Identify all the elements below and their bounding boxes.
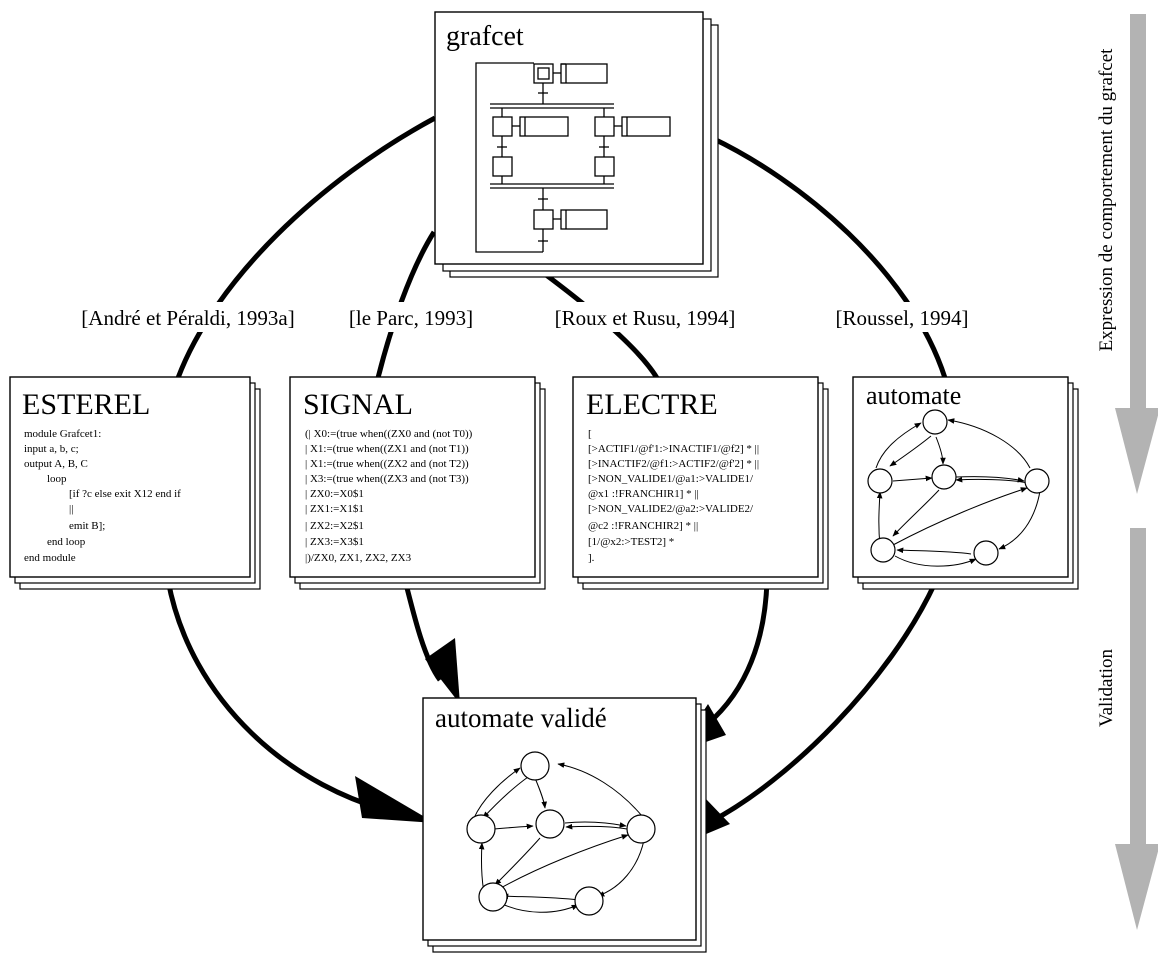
esterel-line: loop (47, 473, 67, 485)
signal-line: |)/ZX0, ZX1, ZX2, ZX3 (305, 552, 412, 564)
esterel-line: end loop (47, 536, 86, 548)
signal-title: SIGNAL (303, 388, 413, 421)
electre-line: [>NON_VALIDE1/@a1:>VALIDE1/ (588, 473, 754, 485)
esterel-title: ESTEREL (22, 388, 150, 421)
side-label-validation: Validation (1096, 648, 1117, 727)
esterel-line: output A, B, C (24, 458, 88, 470)
automate-box: automate (852, 376, 1079, 590)
curve-to-automate (710, 135, 948, 379)
electre-title: ELECTRE (586, 388, 718, 421)
electre-line: ]. (588, 552, 595, 564)
arrow-automate (708, 581, 938, 825)
citation-roux: [Roux et Rusu, 1994] (555, 306, 736, 330)
signal-line: | X1:=(true when((ZX1 and (not T1)) (305, 443, 469, 455)
esterel-line: emit B]; (69, 520, 105, 532)
esterel-line: module Grafcet1: (24, 428, 101, 440)
automate-valide-title: automate validé (435, 703, 607, 733)
esterel-box: ESTEREL module Grafcet1: input a, b, c; … (9, 376, 261, 590)
electre-line: [1/@x2:>TEST2] * (588, 536, 674, 548)
signal-line: | ZX3:=X3$1 (305, 536, 364, 548)
citation-le-parc: [le Parc, 1993] (349, 306, 473, 330)
citations: [André et Péraldi, 1993a] [le Parc, 1993… (56, 302, 984, 332)
electre-line: @c2 :!FRANCHIR2] * || (588, 520, 698, 532)
signal-line: (| X0:=(true when((ZX0 and (not T0)) (305, 428, 473, 440)
grafcet-box: grafcet (434, 11, 719, 278)
esterel-line: input a, b, c; (24, 443, 79, 455)
signal-line: | ZX1:=X1$1 (305, 503, 364, 515)
signal-code: (| X0:=(true when((ZX0 and (not T0)) | X… (305, 428, 473, 564)
electre-line: [ (588, 428, 592, 440)
esterel-line: end module (24, 552, 76, 564)
citation-roussel: [Roussel, 1994] (836, 306, 969, 330)
esterel-code: module Grafcet1: input a, b, c; output A… (24, 428, 181, 564)
arrowhead-esterel (355, 776, 435, 823)
side-arrow-bottom (1115, 528, 1158, 930)
electre-box: ELECTRE [ [>ACTIF1/@f'1:>INACTIF1/@f2] *… (572, 376, 829, 590)
citation-andre: [André et Péraldi, 1993a] (81, 306, 294, 330)
electre-line: [>ACTIF1/@f'1:>INACTIF1/@f2] * || (588, 443, 759, 455)
grafcet-title: grafcet (446, 21, 524, 52)
signal-line: | X3:=(true when((ZX3 and (not T3)) (305, 473, 469, 485)
grafcet-drawing (475, 62, 671, 253)
signal-line: | X1:=(true when((ZX2 and (not T2)) (305, 458, 469, 470)
arrow-signal (402, 579, 443, 682)
esterel-line: [if ?c else exit X12 end if (69, 488, 181, 500)
automate-valide-box: automate validé (422, 697, 707, 953)
signal-line: | ZX0:=X0$1 (305, 488, 364, 500)
automate-title: automate (866, 381, 961, 410)
signal-line: | ZX2:=X2$1 (305, 520, 364, 532)
electre-line: [>NON_VALIDE2/@a2:>VALIDE2/ (588, 503, 754, 515)
side-label-expression: Expression de comportement du grafcet (1096, 48, 1117, 352)
electre-code: [ [>ACTIF1/@f'1:>INACTIF1/@f2] * || [>IN… (588, 428, 759, 564)
automate-valide-graph (466, 751, 656, 916)
signal-box: SIGNAL (| X0:=(true when((ZX0 and (not T… (289, 376, 546, 590)
curve-to-esterel (175, 115, 437, 379)
side-arrow-top (1115, 14, 1158, 494)
electre-line: @x1 :!FRANCHIR1] * || (588, 488, 699, 500)
arrow-electre (698, 579, 770, 732)
esterel-line: || (69, 503, 73, 515)
curve-to-signal (375, 230, 437, 379)
electre-line: [>INACTIF2/@f1:>ACTIF2/@f'2] * || (588, 458, 759, 470)
automate-graph (867, 409, 1050, 567)
arrowhead-signal (425, 638, 460, 704)
arrow-esterel (165, 579, 406, 818)
